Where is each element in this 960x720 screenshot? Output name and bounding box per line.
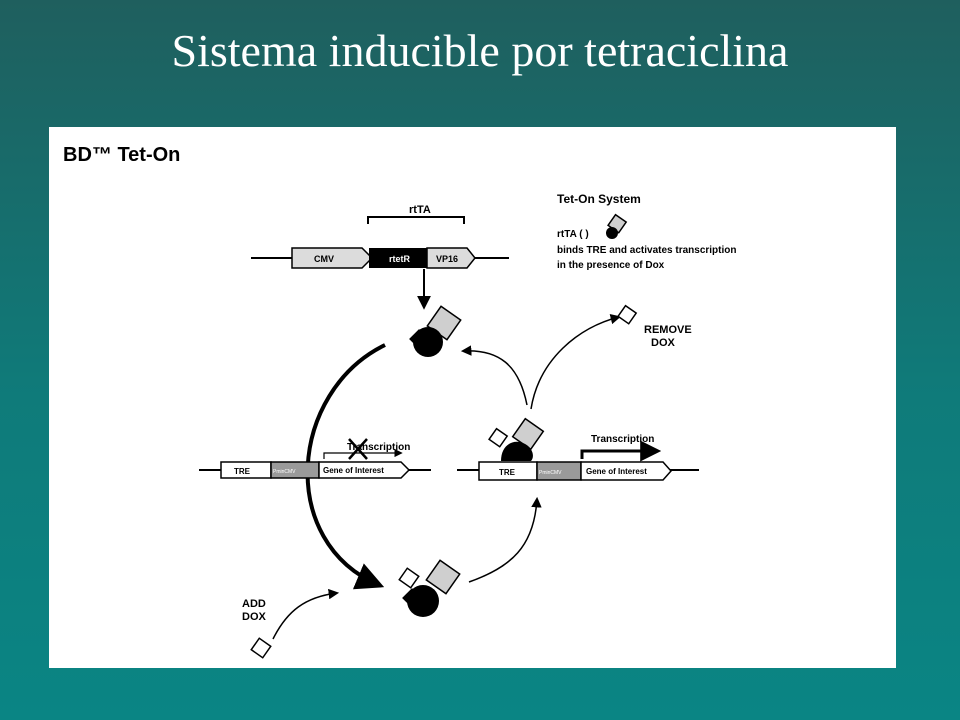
legend-line-2: binds TRE and activates transcription [557,245,736,256]
rtetr-block [369,248,427,268]
figure-panel: BD™ Tet-On Tet-On System rtTA ( ) binds … [49,127,896,668]
rtta-bracket [367,216,465,224]
add-dox-label: DOX [242,611,267,623]
transcription-label-left: Transcription [347,442,410,453]
pmin-label-right: PminCMV [539,470,562,476]
cycle-top-arc [460,345,528,406]
blocked-x-icon [348,438,368,460]
legend-line-3: in the presence of Dox [557,260,665,271]
gene-label-left: Gene of Interest [323,466,384,475]
transcription-arrow-left [323,448,403,459]
legend-line-1: rtTA ( ) [557,229,589,240]
tet-on-diagram: BD™ Tet-On Tet-On System rtTA ( ) binds … [63,144,736,659]
add-label: ADD [242,598,266,610]
transcription-label-right: Transcription [591,434,654,445]
rtta-dox-complex-bound [488,417,545,461]
rtta-bracket-label: rtTA [409,204,431,216]
transcription-arrow-right [580,440,662,462]
rtetr-label: rtetR [389,254,411,264]
gene-construct-left: TRE PminCMV Gene of Interest Transcripti… [199,438,431,479]
rtta-construct: rtTA CMV rtetR VP16 [251,204,509,310]
dox-molecule-bottom [250,637,272,659]
legend-rtta-icon [606,213,628,239]
dox-molecule-top [617,304,638,325]
legend-title: Tet-On System [557,192,641,206]
remove-dox-label: DOX [651,337,676,349]
legend: Tet-On System rtTA ( ) binds TRE and act… [557,192,736,271]
slide-title: Sistema inducible por tetraciclina [171,25,789,76]
add-dox-arrow [272,588,340,640]
pmin-label-left: PminCMV [273,469,296,475]
remove-label: REMOVE [644,324,692,336]
gene-construct-right: TRE PminCMV Gene of Interest Transcripti… [457,417,699,481]
vp16-block [426,247,476,269]
gene-block-right [580,461,673,481]
tre-label-left: TRE [234,467,251,476]
cycle-right-arc [468,496,542,583]
tre-label-right: TRE [499,468,516,477]
gene-block-left [318,461,411,479]
vp16-label: VP16 [436,254,458,264]
cmv-promoter-block [291,247,374,269]
gene-label-right: Gene of Interest [586,467,647,476]
figure-heading: BD™ Tet-On [63,144,180,166]
remove-dox-arrow [530,313,622,410]
cmv-promoter-label: CMV [314,254,334,264]
rtta-dox-complex-bottom [398,559,461,617]
rtta-protein-top [409,305,462,357]
